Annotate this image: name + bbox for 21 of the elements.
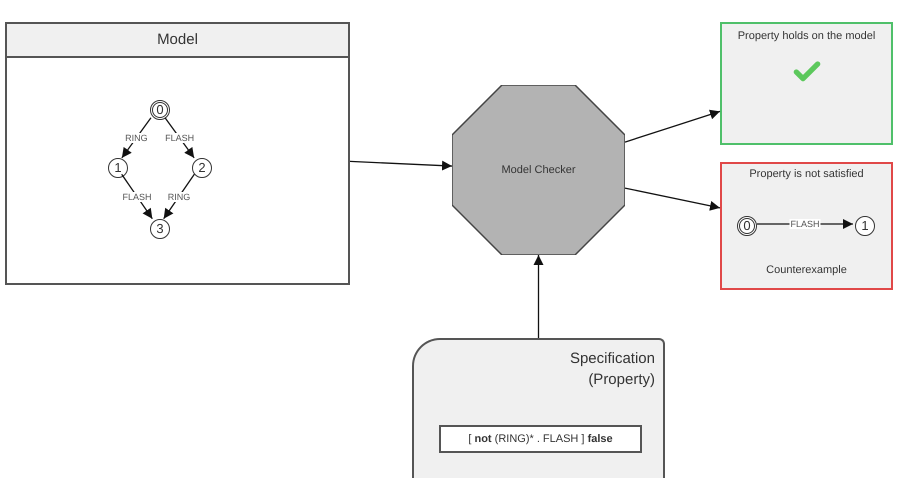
arrow [624,110,720,143]
result-text: Property is not satisfied [748,167,865,182]
formula-text: [ not (RING)* . FLASH ] false [468,432,613,447]
edge-label: RING [124,132,149,143]
node-label: Model Checker [502,162,576,178]
edge-label: FLASH [122,192,152,202]
result-box [720,22,893,145]
model-panel [5,22,350,285]
edge-label: FLASH [164,132,196,143]
panel-header: Model [7,24,348,58]
edge-label: FLASH [790,219,820,229]
arrow [624,187,720,211]
edge-label: RING [166,192,192,202]
arrow [350,160,452,171]
specification-panel [412,338,665,478]
arrow [534,255,544,338]
panel-title: Specification (Property) [568,349,655,390]
formula-box [439,425,642,453]
result-text: Property holds on the model [738,29,876,44]
caption-text: Counterexample [765,262,848,278]
result-box [720,162,893,290]
